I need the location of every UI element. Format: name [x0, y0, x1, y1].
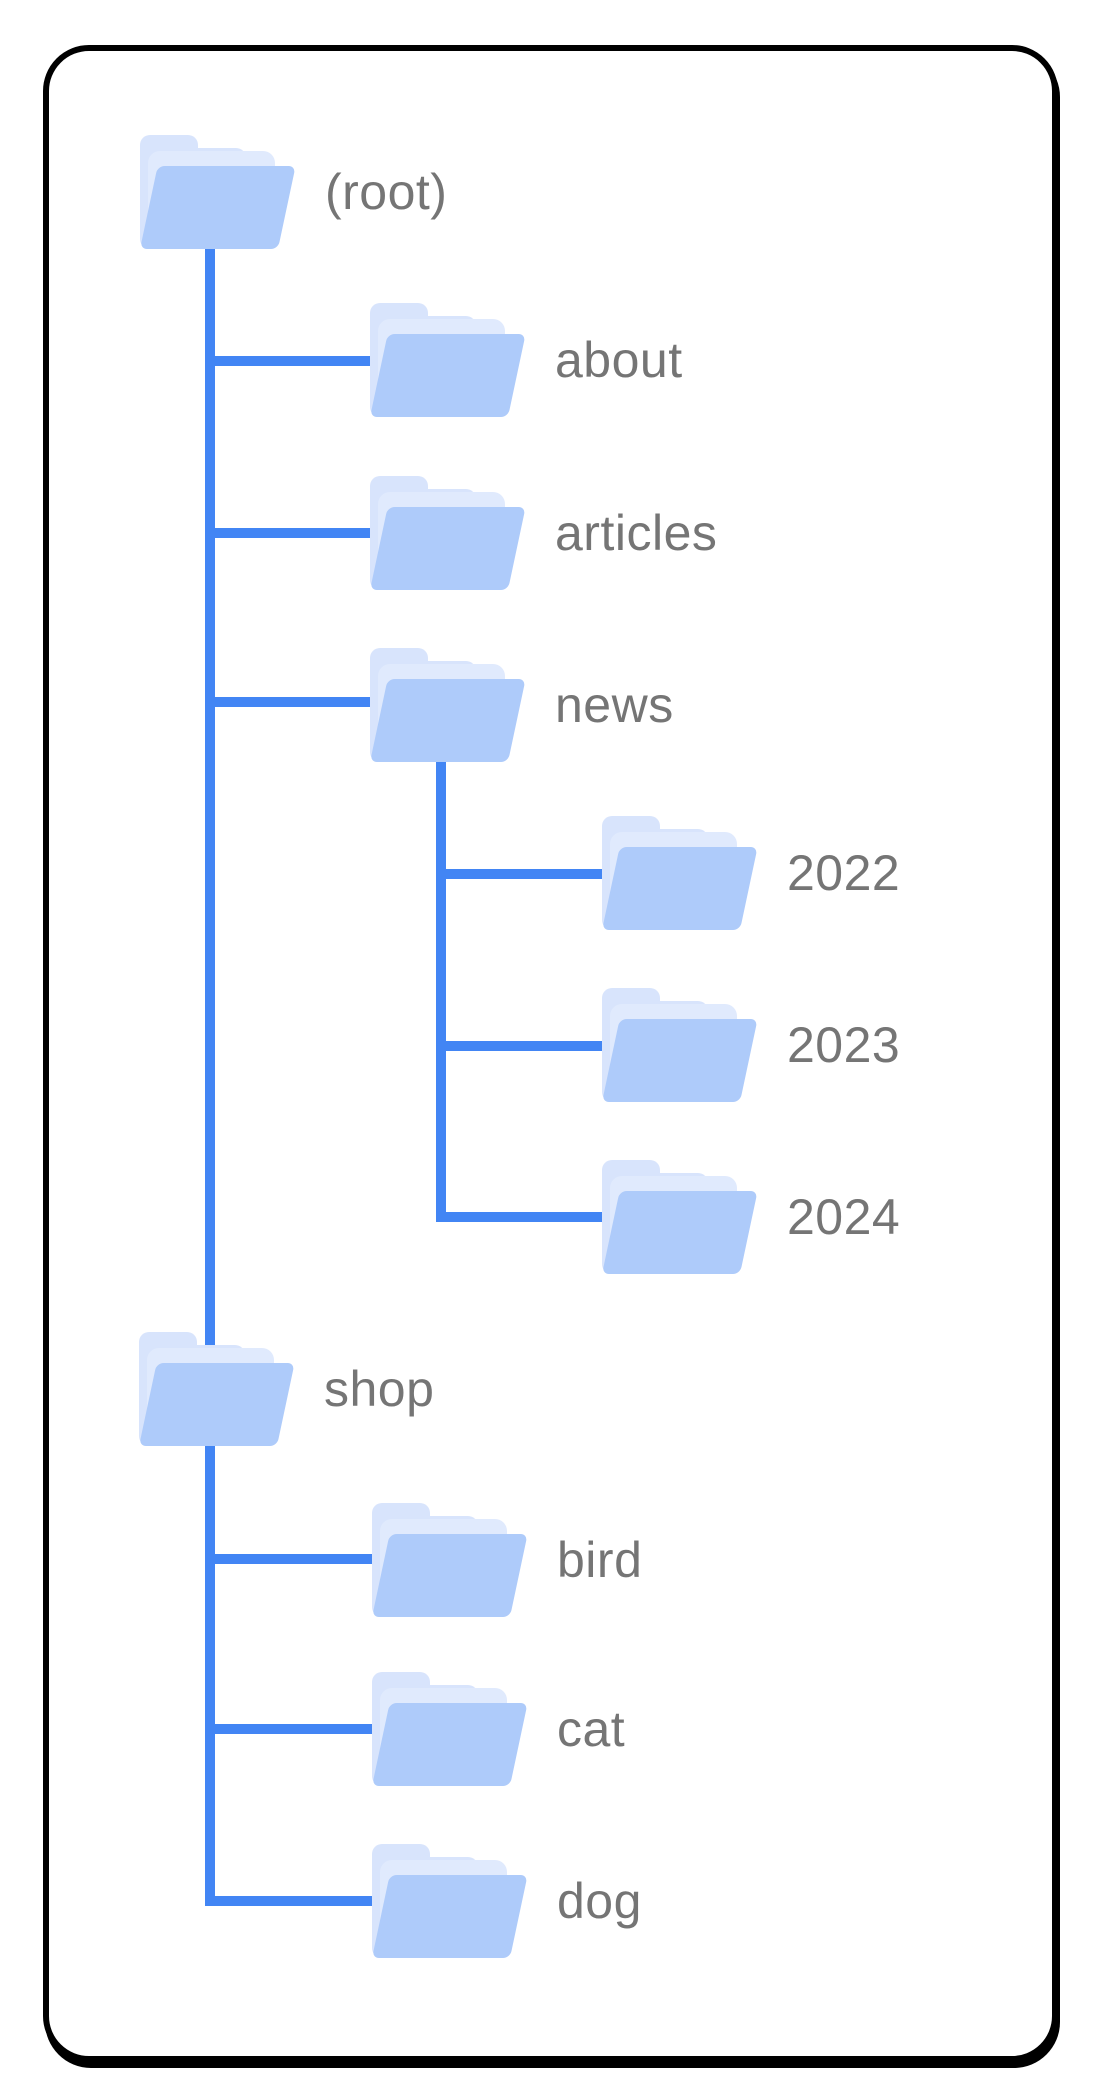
y2022-branch-line: [441, 869, 616, 879]
cat-branch-line: [210, 1724, 388, 1734]
node-label-bird: bird: [557, 1532, 643, 1588]
bird-branch-line: [210, 1554, 388, 1564]
folder-icon: [372, 1844, 528, 1958]
about-branch-line: [210, 356, 385, 366]
folder-icon: [602, 816, 758, 930]
node-label-articles: articles: [555, 505, 718, 561]
node-label-dog: dog: [557, 1873, 642, 1929]
articles-branch-line: [210, 528, 385, 538]
folder-front: [139, 1363, 295, 1446]
tree-node-articles: articles: [370, 476, 717, 590]
node-label-about: about: [555, 332, 683, 388]
folder-front: [370, 507, 526, 590]
y2024-branch-line: [441, 1212, 616, 1222]
folder-front: [372, 1875, 528, 1958]
folder-icon: [140, 135, 296, 249]
node-label-shop: shop: [324, 1361, 435, 1417]
news-branch-line: [210, 697, 385, 707]
node-label-root: (root): [325, 164, 448, 220]
folder-front: [372, 1703, 528, 1786]
tree-node-2024: 2024: [602, 1160, 900, 1274]
node-label-2022: 2022: [787, 845, 901, 901]
folder-icon: [370, 476, 526, 590]
tree-node-2023: 2023: [602, 988, 900, 1102]
folder-front: [370, 679, 526, 762]
folder-front: [602, 1019, 758, 1102]
y2023-branch-line: [441, 1041, 616, 1051]
folder-front: [602, 1191, 758, 1274]
folder-front: [602, 847, 758, 930]
folder-front: [140, 166, 296, 249]
news-trunk-line: [436, 760, 446, 1222]
node-label-news: news: [555, 677, 674, 733]
folder-icon: [372, 1503, 528, 1617]
folder-icon: [139, 1332, 295, 1446]
tree-node-shop: shop: [139, 1332, 434, 1446]
folder-icon: [602, 988, 758, 1102]
folder-icon: [372, 1672, 528, 1786]
folder-front: [372, 1534, 528, 1617]
folder-icon: [602, 1160, 758, 1274]
dog-branch-line: [210, 1896, 388, 1906]
node-label-2024: 2024: [787, 1189, 901, 1245]
tree-node-dog: dog: [372, 1844, 642, 1958]
node-label-2023: 2023: [787, 1017, 901, 1073]
tree-node-news: news: [370, 648, 674, 762]
tree-node-2022: 2022: [602, 816, 900, 930]
tree-node-bird: bird: [372, 1503, 642, 1617]
tree-node-root: (root): [140, 135, 447, 249]
node-label-cat: cat: [557, 1701, 626, 1757]
root-trunk-line: [205, 247, 215, 1906]
folder-front: [370, 334, 526, 417]
tree-node-cat: cat: [372, 1672, 625, 1786]
tree-node-about: about: [370, 303, 683, 417]
folder-icon: [370, 648, 526, 762]
folder-icon: [370, 303, 526, 417]
